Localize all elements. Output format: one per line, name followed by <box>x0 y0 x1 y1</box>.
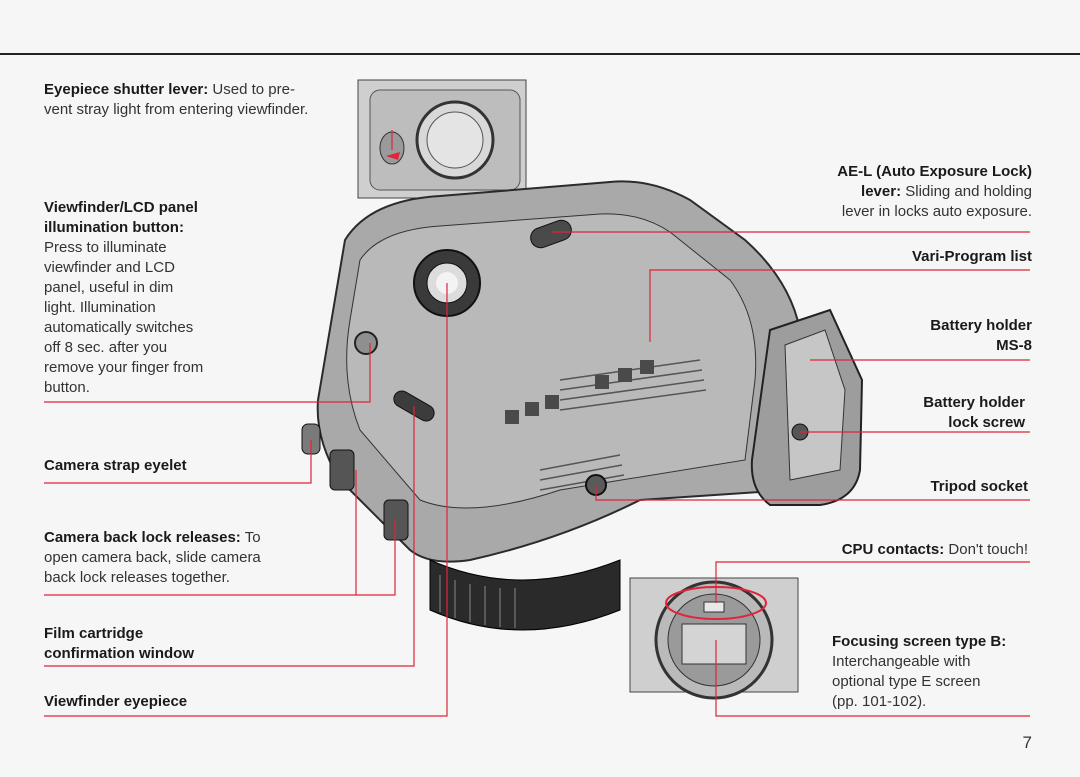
focusing-screen-desc: (pp. 101-102). <box>832 693 927 710</box>
viewfinder-lcd-desc: panel, useful in dim <box>44 279 174 296</box>
callout-leaders <box>44 130 1030 717</box>
eyepiece-shutter-desc-2: vent stray light from entering viewfinde… <box>44 101 309 118</box>
battery-holder-label: Battery holder MS-8 <box>930 316 1032 356</box>
viewfinder-eyepiece-term: Viewfinder eyepiece <box>44 693 188 710</box>
viewfinder-lcd-desc: button. <box>44 379 90 396</box>
battery-lock-label: Battery holder lock screw <box>923 393 1025 433</box>
focusing-screen-label: Focusing screen type B: Interchangeable … <box>832 632 1042 712</box>
lens-mount-inset <box>629 577 799 700</box>
battery-lock-term-1: Battery holder <box>923 394 1025 411</box>
viewfinder-lcd-desc: remove your finger from <box>44 359 204 376</box>
strap-eyelet-term: Camera strap eyelet <box>44 457 187 474</box>
back-lock-label: Camera back lock releases: To open camer… <box>44 528 334 588</box>
back-lock-desc-2: open camera back, slide camera <box>44 549 261 566</box>
strap-eyelet-label: Camera strap eyelet <box>44 456 187 476</box>
ae-l-term-1: AE-L (Auto Exposure Lock) <box>837 163 1032 180</box>
tripod-socket-term: Tripod socket <box>930 478 1028 495</box>
viewfinder-lcd-label: Viewfinder/LCD panel illumination button… <box>44 198 274 398</box>
vari-program-label: Vari-Program list <box>912 247 1032 267</box>
eyepiece-shutter-inset <box>357 79 527 199</box>
page-number: 7 <box>1022 733 1032 752</box>
viewfinder-lcd-desc: Press to illuminate <box>44 239 167 256</box>
film-window-label: Film cartridge confirmation window <box>44 624 194 664</box>
header-rule <box>0 53 1080 55</box>
viewfinder-lcd-term-1: Viewfinder/LCD panel <box>44 199 198 216</box>
ae-l-label: AE-L (Auto Exposure Lock) lever: Sliding… <box>772 162 1032 222</box>
viewfinder-eyepiece-label: Viewfinder eyepiece <box>44 692 187 712</box>
ae-l-desc-3: lever in locks auto exposure. <box>841 203 1032 220</box>
film-window-term-2: confirmation window <box>44 645 194 662</box>
film-window-term-1: Film cartridge <box>44 625 144 642</box>
focusing-screen-term: Focusing screen type B: <box>832 633 1007 650</box>
tripod-socket-label: Tripod socket <box>930 477 1028 497</box>
battery-holder-term-2: MS-8 <box>996 337 1032 354</box>
cpu-contacts-desc: Don't touch! <box>944 541 1028 558</box>
ae-l-term-2: lever: <box>861 183 902 200</box>
viewfinder-lcd-term-2: illumination button: <box>44 219 184 236</box>
viewfinder-lcd-desc: light. Illumination <box>44 299 156 316</box>
camera-back-illustration <box>301 180 864 631</box>
viewfinder-lcd-desc: off 8 sec. after you <box>44 339 168 356</box>
focusing-screen-desc: Interchangeable with <box>832 653 971 670</box>
focusing-screen-desc: optional type E screen <box>832 673 981 690</box>
back-lock-term: Camera back lock releases: <box>44 529 241 546</box>
vari-program-term: Vari-Program list <box>911 248 1032 265</box>
eyepiece-shutter-label: Eyepiece shutter lever: Used to pre- ven… <box>44 80 354 120</box>
ae-l-desc-2: Sliding and holding <box>901 183 1032 200</box>
back-lock-desc-1: To <box>240 529 261 546</box>
viewfinder-lcd-desc: automatically switches <box>44 319 194 336</box>
viewfinder-lcd-desc: viewfinder and LCD <box>44 259 175 276</box>
battery-holder-term-1: Battery holder <box>930 317 1032 334</box>
cpu-contacts-term: CPU contacts: <box>841 541 945 558</box>
back-lock-desc-3: back lock releases together. <box>44 569 230 586</box>
eyepiece-shutter-desc-1: Used to pre- <box>208 81 295 98</box>
eyepiece-shutter-term: Eyepiece shutter lever: <box>44 81 209 98</box>
cpu-contacts-label: CPU contacts: Don't touch! <box>842 540 1028 560</box>
battery-lock-term-2: lock screw <box>948 414 1025 431</box>
